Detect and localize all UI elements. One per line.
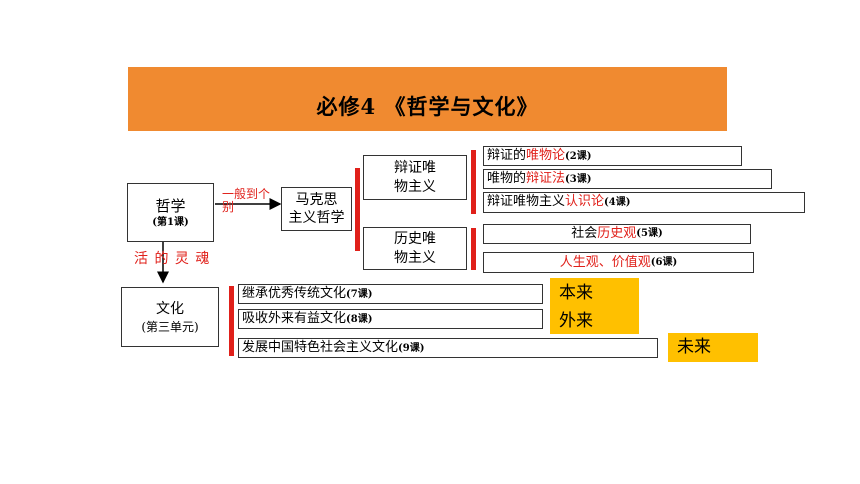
dm-item-3-key: 认识论 [565,194,605,209]
marxism-line2: 主义哲学 [288,210,345,226]
culture-item-1-text: 继承优秀传统文化 [242,286,347,301]
dm-item-1-lesson: (2课) [565,151,592,162]
dm-item-2: 唯物的辩证法(3课) [483,169,772,189]
dm-item-2-pre: 唯物的 [487,171,527,186]
historical-materialism-box: 历史唯 物主义 [363,227,467,270]
dm-item-1-pre: 辩证的 [487,148,527,163]
dm-item-1-key: 唯物论 [526,148,566,163]
dm-line1: 辩证唯 [394,159,436,176]
hm-item-1-pre: 社会 [571,226,598,241]
hm-item-1: 社会历史观(5课) [483,224,751,244]
culture-item-1-lesson: (7课) [346,289,373,300]
bracket-marxism [355,168,360,251]
culture-item-2-lesson: (8课) [346,314,373,325]
marxism-box: 马克思 主义哲学 [281,187,352,231]
hm-line1: 历史唯 [394,230,436,247]
culture-item-2: 吸收外来有益文化(8课) [238,309,543,329]
arrow-general-label: 一般到个别 [222,187,271,214]
dm-item-3: 辩证唯物主义认识论(4课) [483,192,805,213]
philosophy-sub: (第1课) [152,216,189,228]
culture-item-1: 继承优秀传统文化(7课) [238,284,543,304]
title-banner: 必修4 《哲学与文化》 [128,67,727,131]
philosophy-box: 哲学 (第1课) [127,183,214,242]
culture-item-3: 发展中国特色社会主义文化(9课) [238,338,658,358]
hm-item-2-key: 人生观、价值观 [559,254,651,270]
hm-item-2: 人生观、价值观(6课) [483,252,754,273]
hm-line2: 物主义 [394,249,436,266]
dm-item-3-lesson: (4课) [604,197,631,208]
hm-item-1-key: 历史观 [597,226,637,241]
hm-item-1-lesson: (5课) [636,228,663,239]
culture-sub: (第三单元) [141,319,199,334]
tag-origin-foreign: 本来 外来 [550,278,639,334]
dm-item-2-lesson: (3课) [565,174,592,185]
hm-item-2-lesson: (6课) [650,256,678,268]
bracket-dm [471,150,476,214]
tag-foreign: 外来 [559,311,593,331]
philosophy-label: 哲学 [155,196,186,215]
tag-future: 未来 [668,333,758,362]
culture-box: 文化 (第三单元) [121,287,219,347]
soul-label: 活 的 灵 魂 [134,251,211,267]
tag-origin: 本来 [559,283,593,303]
culture-item-3-text: 发展中国特色社会主义文化 [242,340,399,355]
dialectical-materialism-box: 辩证唯 物主义 [363,155,467,200]
dm-item-1: 辩证的唯物论(2课) [483,146,742,166]
page-title: 必修4 《哲学与文化》 [316,94,539,119]
bracket-hm [471,228,476,270]
marxism-line1: 马克思 [295,192,338,208]
dm-item-2-key: 辩证法 [526,171,566,186]
dm-item-3-pre: 辩证唯物主义 [487,194,566,209]
culture-label: 文化 [156,300,184,317]
culture-item-3-lesson: (9课) [398,343,425,354]
bracket-culture [229,286,234,356]
dm-line2: 物主义 [394,178,436,195]
culture-item-2-text: 吸收外来有益文化 [242,311,347,326]
